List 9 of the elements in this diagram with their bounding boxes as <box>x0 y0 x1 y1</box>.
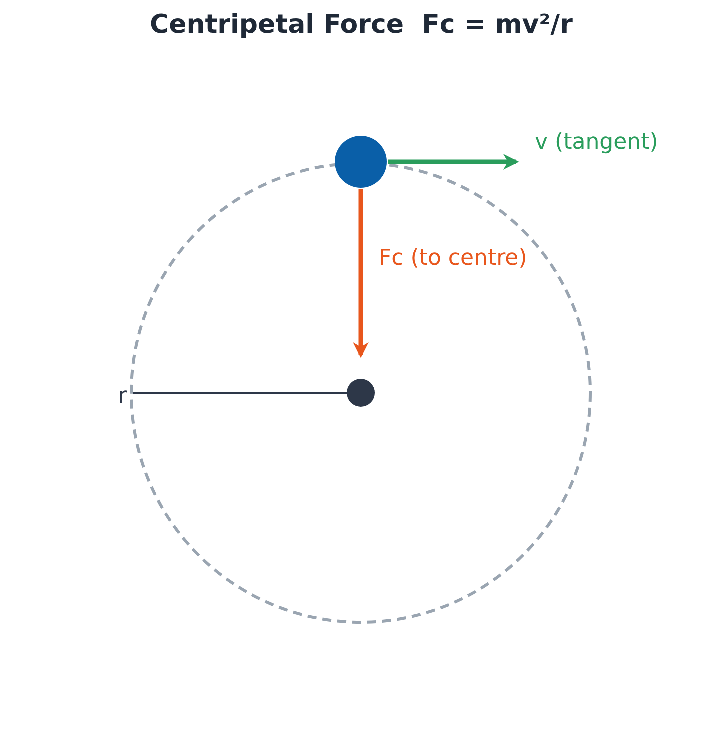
arrow <box>388 154 520 170</box>
ball <box>335 136 387 188</box>
edge-label: Fc (to centre) <box>379 246 528 271</box>
radius-label: r <box>118 384 128 409</box>
centre-point <box>347 379 375 407</box>
circular-path <box>130 162 592 624</box>
title: Centripetal Force Fc = mv²/r <box>149 10 574 40</box>
edge-label: v (tangent) <box>535 130 658 155</box>
arrow <box>353 189 369 358</box>
